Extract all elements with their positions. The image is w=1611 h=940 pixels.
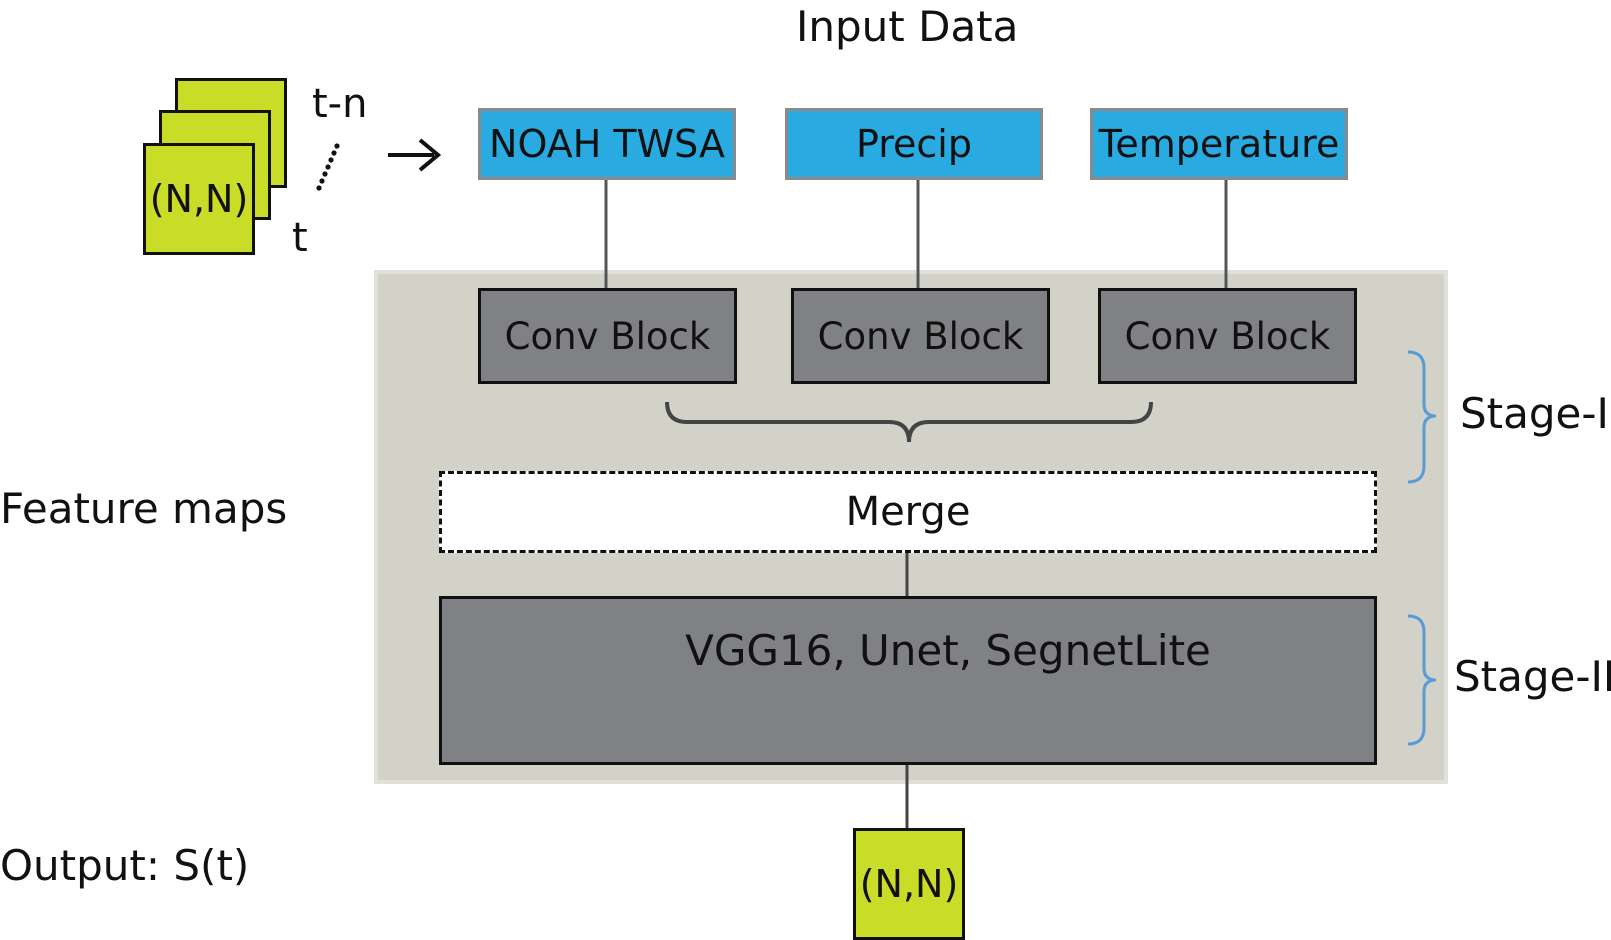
stage2-model-label: VGG16, Unet, SegnetLite xyxy=(685,626,1211,675)
feature-maps-label: Feature maps xyxy=(0,484,288,533)
conv-block-3: Conv Block xyxy=(1098,288,1357,384)
time-label-end: t xyxy=(292,215,308,261)
input-precip-label: Precip xyxy=(856,122,972,166)
input-shape-label: (N,N) xyxy=(149,177,249,221)
time-label-start: t-n xyxy=(312,81,368,127)
merge-box: Merge xyxy=(439,471,1377,553)
diagram-title: Input Data xyxy=(796,2,1019,51)
stage1-label: Stage-I xyxy=(1460,389,1609,438)
merge-brace xyxy=(665,401,1153,443)
conv-block-1-label: Conv Block xyxy=(504,314,711,358)
arrow-right-icon xyxy=(388,138,442,172)
time-ellipsis xyxy=(316,143,340,191)
merge-label: Merge xyxy=(845,489,971,535)
output-frame: (N,N) xyxy=(853,828,965,940)
input-temperature: Temperature xyxy=(1090,108,1348,180)
stage1-brace xyxy=(1407,350,1437,484)
conv-block-2: Conv Block xyxy=(791,288,1050,384)
conv-block-3-label: Conv Block xyxy=(1124,314,1331,358)
output-shape-label: (N,N) xyxy=(859,862,959,906)
stage2-brace xyxy=(1407,614,1437,746)
stage2-label: Stage-II xyxy=(1454,652,1611,701)
input-precip: Precip xyxy=(785,108,1043,180)
input-noah-twsa: NOAH TWSA xyxy=(478,108,736,180)
output-label: Output: S(t) xyxy=(0,841,250,890)
input-frame-front: (N,N) xyxy=(143,143,255,255)
input-noah-twsa-label: NOAH TWSA xyxy=(489,122,725,166)
conv-block-2-label: Conv Block xyxy=(817,314,1024,358)
conv-block-1: Conv Block xyxy=(478,288,737,384)
input-temperature-label: Temperature xyxy=(1098,122,1340,166)
stage2-model-box: VGG16, Unet, SegnetLite xyxy=(439,596,1377,765)
